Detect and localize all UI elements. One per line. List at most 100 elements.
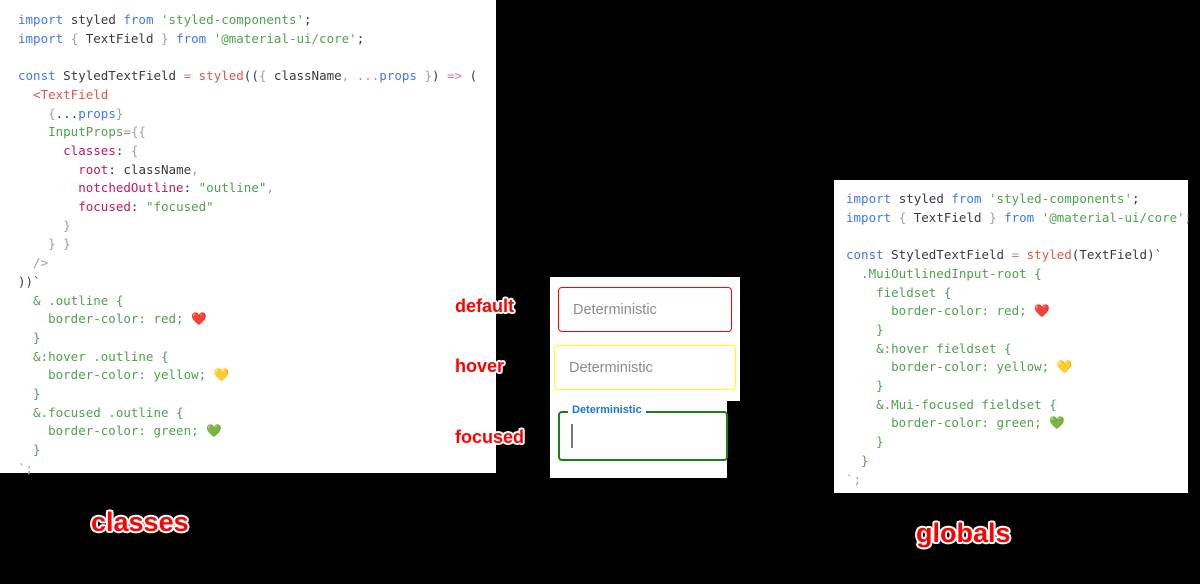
code-token: import [18, 30, 71, 46]
code-line: &.focused .outline { [18, 404, 477, 423]
code-line: border-color: yellow; 💛 [846, 358, 1192, 377]
code-token: } [846, 378, 884, 394]
annotation-default: default [455, 296, 515, 316]
code-line: border-color: red; ❤️ [18, 310, 477, 329]
code-token: } [18, 386, 41, 402]
code-token: 'styled-components' [989, 191, 1133, 206]
code-line: border-color: green; 💚 [846, 414, 1192, 433]
code-token: "focused" [145, 199, 214, 215]
code-token: props [379, 68, 417, 84]
code-token: .MuiOutlinedInput-root { [846, 265, 1042, 281]
code-token: from [123, 12, 162, 27]
right-code-block: import styled from 'styled-components';i… [846, 190, 1192, 489]
code-token: &.Mui-focused fieldset { [846, 396, 1057, 412]
annotation-focused: focused [455, 427, 525, 447]
left-code-block: import styled from 'styled-components';i… [18, 11, 477, 479]
code-line: border-color: green; 💚 [18, 422, 477, 441]
code-token: focused [78, 199, 131, 215]
textfield-focused[interactable] [558, 411, 728, 461]
code-token: TextField [85, 30, 154, 46]
code-token: border-color: red; [846, 303, 1035, 319]
code-token: { [258, 68, 274, 84]
code-token: const [846, 247, 892, 263]
code-token: } [153, 30, 177, 46]
code-token: ))` [18, 273, 41, 289]
code-token: styled [198, 68, 244, 84]
code-token: border-color: green; [18, 423, 207, 439]
code-token: 💚 [206, 423, 222, 439]
code-token: border-color: yellow; [846, 359, 1057, 375]
code-token: { [898, 209, 914, 225]
code-line: &.Mui-focused fieldset { [846, 396, 1192, 415]
code-line: &:hover fieldset { [846, 340, 1192, 359]
code-line: /> [18, 254, 477, 273]
code-line: classes: { [18, 142, 477, 161]
code-token: border-color: green; [846, 415, 1050, 431]
code-line: notchedOutline: "outline", [18, 179, 477, 198]
code-line: } [846, 377, 1192, 396]
code-line: import { TextField } from '@material-ui/… [846, 209, 1192, 228]
code-token: ❤️ [1034, 303, 1050, 319]
code-token: `; [846, 471, 862, 487]
code-token: 💚 [1049, 415, 1065, 431]
code-token [18, 162, 78, 177]
code-token: border-color: yellow; [18, 367, 214, 383]
code-token [18, 143, 63, 158]
code-token: from [176, 30, 214, 46]
code-line: focused: "focused" [18, 198, 477, 217]
code-line: const StyledTextField = styled(TextField… [846, 246, 1192, 265]
code-line [846, 227, 1192, 246]
code-token: TextField [1079, 247, 1148, 263]
code-line: const StyledTextField = styled(({ classN… [18, 67, 477, 86]
code-line: {...props} [18, 105, 477, 124]
code-token: 💛 [213, 367, 230, 383]
code-token: &:hover .outline { [18, 348, 169, 364]
code-token: } [846, 452, 869, 468]
text-caret [571, 424, 573, 448]
code-token [18, 106, 48, 121]
code-line: } [18, 329, 477, 348]
code-token: fieldset { [846, 284, 952, 300]
code-token: } [981, 209, 1005, 225]
code-token: { [130, 142, 139, 158]
code-line: } [846, 321, 1192, 340]
code-token: : [130, 199, 146, 215]
code-token: styled [70, 12, 124, 27]
code-token: props [78, 105, 116, 121]
code-token: {{ [130, 124, 146, 140]
code-token: from [1004, 209, 1042, 225]
code-line: ))` [18, 273, 477, 292]
code-line: border-color: yellow; 💛 [18, 366, 477, 385]
code-token: = [183, 68, 199, 84]
code-token: from [951, 191, 990, 206]
code-token: { [48, 105, 56, 121]
code-token: import [18, 12, 71, 27]
code-token: import [846, 209, 899, 225]
code-token: StyledTextField [63, 68, 184, 84]
code-line: } [846, 452, 1192, 471]
code-line: &:hover .outline { [18, 348, 477, 367]
code-line: <TextField [18, 86, 477, 105]
textfield-default[interactable]: Deterministic [558, 287, 732, 332]
code-line: import { TextField } from '@material-ui/… [18, 30, 477, 49]
annotation-globals: globals [916, 518, 1011, 548]
code-line: `; [846, 471, 1192, 490]
code-line: } [18, 441, 477, 460]
textfield-hover[interactable]: Deterministic [554, 345, 736, 390]
code-token: ... [356, 68, 380, 84]
code-line: } [18, 217, 477, 236]
code-token: ; [1132, 191, 1140, 206]
code-token: TextField [913, 209, 982, 225]
annotation-hover: hover [455, 356, 505, 376]
code-token: } [846, 321, 884, 337]
code-token: ; [356, 30, 365, 46]
textfield-default-placeholder: Deterministic [573, 301, 657, 318]
code-token: = [123, 124, 131, 140]
code-token: } [18, 329, 41, 345]
code-token: const [18, 68, 64, 84]
code-token: className [273, 68, 342, 84]
code-token: classes [63, 142, 116, 158]
code-token: ; [304, 12, 312, 27]
code-token: ; [1184, 209, 1193, 225]
code-token [18, 180, 78, 195]
